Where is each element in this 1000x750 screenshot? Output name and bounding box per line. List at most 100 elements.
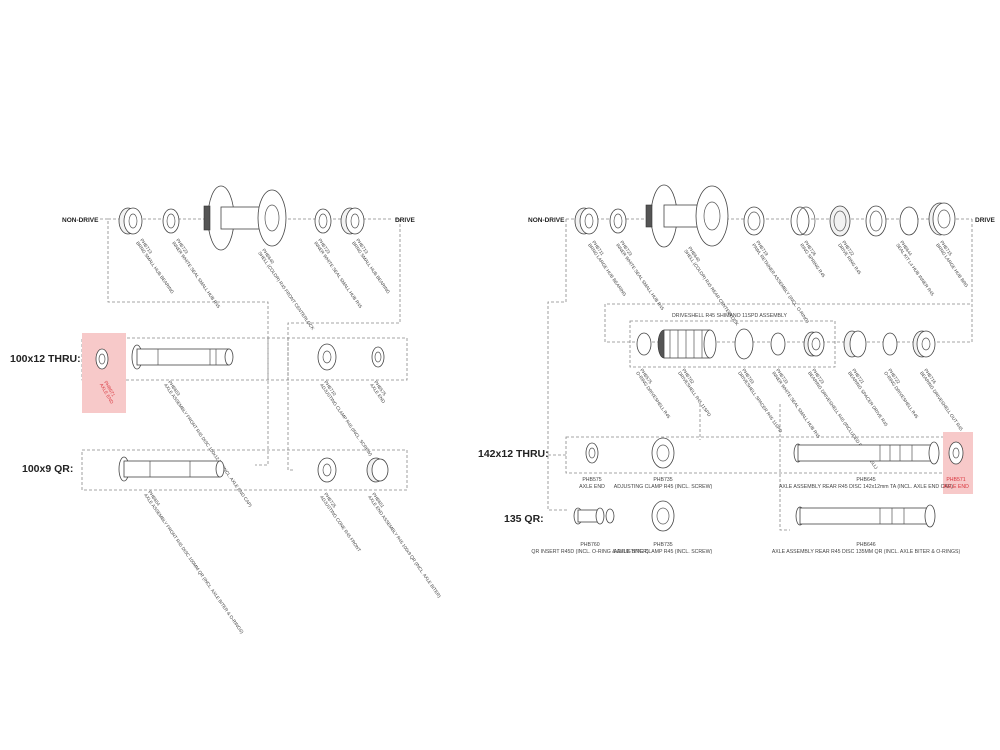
- rear-thru-code-1: PHB735: [653, 477, 672, 483]
- rear-seal-kit: [865, 205, 887, 237]
- rear-adjusting-clamp-thru: [651, 437, 675, 469]
- front-qr-axle-end: [366, 457, 389, 483]
- front-thru-box: [81, 337, 408, 381]
- svg-text:PHB710ADJUSTING CLAMP R45 (INC: PHB710ADJUSTING CLAMP R45 (INCL. SCREW): [319, 380, 377, 458]
- front-bearing-left: [118, 207, 143, 235]
- rear-hub-group: NON-DRIVE DRIVE: [478, 184, 996, 555]
- front-hub-group: NON-DRIVE DRIVE: [10, 185, 446, 635]
- rear-thru-code-3: PHB571: [946, 477, 965, 483]
- front-axle-qr: [118, 456, 225, 482]
- front-hub-shell: [203, 185, 287, 251]
- front-top-desc-2: SHELL (COLOR) R45 FRONT CENTERLOCK: [257, 251, 316, 332]
- rear-hub-shell: [645, 184, 729, 248]
- svg-text:PHB575AXLE END: PHB575AXLE END: [369, 380, 391, 405]
- assembly-desc-1: DRIVESHELL R45 11SPD: [677, 371, 712, 418]
- front-top-desc-4: BRNG SMALL HUB BEARING: [351, 241, 391, 295]
- svg-text:PHB651AXLE END ASSEMBLY R45 10: PHB651AXLE END ASSEMBLY R45 100x9 QR (IN…: [367, 492, 446, 599]
- rear-axle-thru: [793, 441, 940, 465]
- svg-text:PHB640SHELL (COLOR) R45 FRONT: PHB640SHELL (COLOR) R45 FRONT CENTERLOCK: [257, 248, 320, 332]
- rear-qr-desc-2: AXLE ASSEMBLY REAR R45 DISC 135MM QR (IN…: [772, 549, 961, 555]
- front-qr-desc-1: ADJUSTING CONE R45 FRONT: [319, 495, 362, 553]
- rear-qr-insert: [573, 507, 615, 525]
- front-axle-end-571: [95, 348, 109, 370]
- rear-top-desc-7: BRNG LARGE HUB BRG: [935, 243, 969, 289]
- driveshell-assembly-title: DRIVESHELL R45 SHIMANO 11SPD ASSEMBLY: [672, 313, 787, 319]
- front-seal-right: [314, 208, 332, 234]
- rear-seal-left: [609, 208, 627, 234]
- driveshell-spacer: [734, 328, 754, 360]
- rear-drive-ring: [829, 205, 851, 237]
- front-top-connector-right: [287, 218, 401, 471]
- svg-text:PHB653AXLE ASSEMBLY FRONT R45: PHB653AXLE ASSEMBLY FRONT R45 DISC 100x1…: [163, 380, 257, 509]
- front-qr-label: 100x9 QR:: [22, 463, 73, 475]
- driveshell-assembly-box: [629, 320, 836, 368]
- rear-qr-code-2: PHB646: [856, 542, 875, 548]
- front-qr-desc-0: AXLE ASSEMBLY FRONT R45 DISC 100MM QR (I…: [143, 493, 245, 635]
- svg-text:PHB725ADJUSTING CONE R45 FRONT: PHB725ADJUSTING CONE R45 FRONT: [319, 492, 366, 553]
- driveshell-o-ring-2: [882, 332, 898, 356]
- rear-thru-code-0: PHB575: [582, 477, 601, 483]
- rear-bearing-large: [899, 202, 956, 236]
- rear-qr-label: 135 QR:: [504, 513, 544, 525]
- rear-bearing-left: [574, 207, 599, 235]
- driveshell-body: [657, 329, 717, 359]
- front-top-desc-1: INNER WHITE SEAL SMALL HUB R45: [171, 241, 221, 310]
- rear-thru-code-2: PHB645: [856, 477, 875, 483]
- driveshell-bearing: [803, 331, 825, 357]
- rear-thru-desc-2: AXLE ASSEMBLY REAR R45 DISC 142x12mm TA …: [779, 484, 953, 490]
- svg-text:PHB654AXLE ASSEMBLY FRONT R45: PHB654AXLE ASSEMBLY FRONT R45 DISC 100MM…: [143, 490, 249, 635]
- svg-text:PHB722DRIVE RING R45: PHB722DRIVE RING R45: [837, 240, 866, 276]
- svg-text:PHB713BRNG SMALL HUB BEARING: PHB713BRNG SMALL HUB BEARING: [351, 238, 395, 295]
- rear-assembly-connector: [604, 219, 973, 343]
- rear-left-connector: [547, 219, 568, 511]
- front-axle-thru: [131, 344, 234, 370]
- front-top-desc-0: BRNG SMALL HUB BEARING: [135, 241, 175, 295]
- rear-adjusting-clamp-qr: [651, 500, 675, 532]
- svg-text:PHB726RING SPRING R45: PHB726RING SPRING R45: [799, 240, 830, 279]
- front-axle-end-highlight: [82, 333, 126, 413]
- rear-thru-label: 142x12 THRU:: [478, 448, 549, 460]
- front-drive-label: DRIVE: [395, 217, 416, 224]
- rear-qr-code-1: PHB735: [653, 542, 672, 548]
- rear-top-desc-6: SEAL KIT L4 HUB INNER R45: [895, 243, 935, 297]
- rear-qr-code-0: PHB760: [580, 542, 599, 548]
- front-top-desc-3: INNER WHITE SEAL SMALL HUB R45: [313, 241, 363, 310]
- svg-text:PHB716BEARING DRIVESHELL OUT R: PHB716BEARING DRIVESHELL OUT R45: [919, 368, 968, 432]
- svg-text:PHB575O-RING DRIVESHELL R45: PHB575O-RING DRIVESHELL R45: [635, 368, 676, 420]
- rear-thru-desc-3: AXLE END: [943, 484, 969, 490]
- front-thru-label: 100x12 THRU:: [10, 353, 81, 365]
- svg-text:PHB715BRNG LARGE HUB BRG: PHB715BRNG LARGE HUB BRG: [935, 240, 973, 289]
- svg-text:PHB722O-RING DRIVESHELL R45: PHB722O-RING DRIVESHELL R45: [883, 368, 924, 420]
- assembly-desc-5: BEARING SPACER DRIVE R45: [847, 371, 889, 428]
- rear-thru-desc-0: AXLE END: [579, 484, 605, 490]
- front-bearing-right: [340, 207, 365, 235]
- rear-axle-end-575: [585, 442, 599, 464]
- driveshell-bearing-out: [912, 330, 936, 358]
- rear-qr-desc-0: QR INSERT R45D (INCL. O-RING & AXLE BITE…: [531, 549, 648, 555]
- front-adjusting-clamp: [317, 343, 337, 371]
- rear-top-desc-1: INNER WHITE SEAL SMALL HUB R45: [615, 243, 665, 312]
- rear-non-drive-label: NON-DRIVE: [528, 217, 565, 224]
- rear-thru-desc-1: ADJUSTING CLAMP R45 (INCL. SCREW): [614, 484, 713, 490]
- assembly-desc-7: BEARING DRIVESHELL OUT R45: [919, 371, 964, 432]
- front-adjusting-cone: [317, 457, 337, 483]
- front-non-drive-label: NON-DRIVE: [62, 217, 99, 224]
- front-axle-end-575: [371, 346, 385, 368]
- front-thru-desc-1: AXLE ASSEMBLY FRONT R45 DISC 100x12 TA (…: [163, 383, 253, 509]
- front-top-connector: [100, 218, 269, 466]
- front-thru-desc-2: ADJUSTING CLAMP R45 (INCL. SCREW): [319, 383, 373, 458]
- rear-qr-desc-1: ADJUSTING CLAMP R45 (INCL. SCREW): [614, 549, 713, 555]
- front-qr-box: [81, 449, 408, 491]
- rear-axle-qr: [795, 504, 936, 528]
- assembly-desc-6: O-RING DRIVESHELL R45: [883, 371, 919, 420]
- rear-pawl-retainer: [743, 206, 765, 236]
- svg-text:PHB723INNER WHITE SEAL SMALL H: PHB723INNER WHITE SEAL SMALL HUB R45: [615, 240, 669, 312]
- driveshell-bearing-spacer: [843, 330, 867, 358]
- svg-text:PHB762DRIVESHELL R45 11SPD: PHB762DRIVESHELL R45 11SPD: [677, 368, 716, 418]
- svg-text:PHB644SEAL KIT L4 HUB INNER R4: PHB644SEAL KIT L4 HUB INNER R45: [895, 240, 939, 297]
- rear-axle-end-571: [948, 441, 964, 465]
- driveshell-seal: [770, 332, 786, 356]
- svg-text:PHB713BRNG SMALL HUB BEARING: PHB713BRNG SMALL HUB BEARING: [135, 238, 179, 295]
- front-seal-left: [162, 208, 180, 234]
